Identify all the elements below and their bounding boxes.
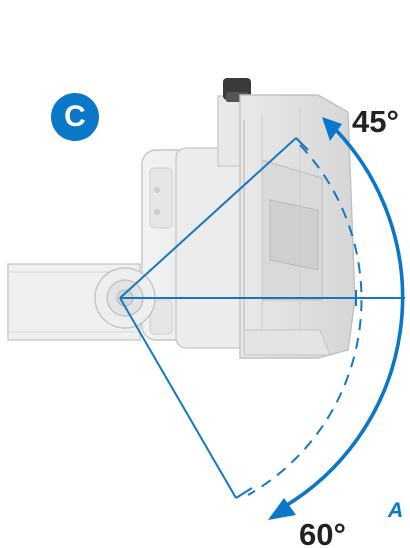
step-badge: C <box>51 93 99 141</box>
tilt-range-dashed-arc <box>247 144 363 496</box>
lower-tilt-line <box>119 297 237 499</box>
step-letter: C <box>64 99 86 133</box>
downward-tilt-angle-label: 60° <box>299 517 346 548</box>
side-label: A <box>388 499 404 522</box>
curved-double-arrow-icon <box>268 117 405 520</box>
tilt-geometry <box>119 137 405 499</box>
upper-tilt-line <box>119 137 297 299</box>
upward-tilt-angle-label: 45° <box>352 104 399 139</box>
lower-tilt-end <box>235 487 253 499</box>
antenna-disc <box>239 94 356 359</box>
upper-tilt-end <box>295 137 309 151</box>
